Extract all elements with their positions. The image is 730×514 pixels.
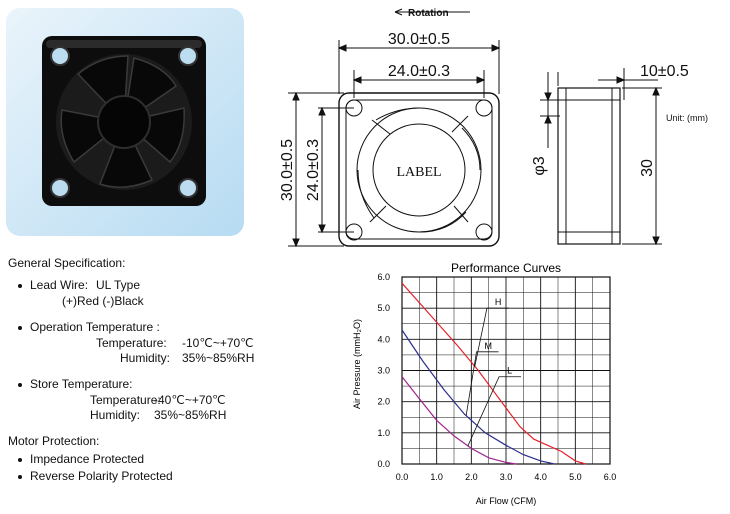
lead-wire-colors: (+)Red (-)Black — [62, 294, 144, 308]
series-label-l: L — [507, 366, 512, 376]
store-humidity-value: 35%~85%RH — [154, 408, 227, 422]
y-tick-label: 3.0 — [377, 366, 390, 376]
chart-ylabel: Air Pressure (mmH₂O) — [352, 319, 362, 409]
op-temp-title: Operation Temperature : — [30, 320, 160, 334]
x-tick-label: 1.0 — [430, 472, 443, 482]
motor-protection-title: Motor Protection: — [8, 434, 100, 448]
x-tick-label: 4.0 — [534, 472, 547, 482]
dim-front-height-outer: 30.0±0.5 — [279, 139, 296, 201]
y-tick-label: 6.0 — [377, 272, 390, 282]
op-humidity-label: Humidity: — [120, 351, 171, 365]
dim-side-depth: 10±0.5 — [640, 63, 689, 80]
dim-front-width-outer: 30.0±0.5 — [388, 31, 450, 48]
motor-item: Reverse Polarity Protected — [30, 469, 173, 483]
dimension-drawing: Rotation 30.0±0.5 24.0±0.3 30.0±0.5 24.0… — [279, 8, 708, 248]
dim-front-height-inner: 24.0±0.3 — [305, 139, 322, 201]
series-line-m — [401, 329, 555, 465]
motor-item: Impedance Protected — [30, 452, 145, 466]
rotation-label: Rotation — [408, 8, 449, 19]
x-tick-label: 5.0 — [569, 472, 582, 482]
unit-note: Unit: (mm) — [666, 113, 708, 123]
bullet-icon — [18, 284, 22, 288]
chart-xlabel: Air Flow (CFM) — [476, 496, 537, 506]
y-tick-label: 1.0 — [377, 428, 390, 438]
series-leader-line — [474, 307, 509, 367]
series-label-h: H — [495, 297, 502, 307]
lead-wire-value: UL Type — [96, 278, 141, 292]
dim-hole: φ3 — [531, 156, 548, 175]
x-tick-label: 6.0 — [604, 472, 617, 482]
x-tick-label: 3.0 — [500, 472, 513, 482]
store-temp-value: -40℃~+70℃ — [154, 393, 226, 407]
fan-label: LABEL — [396, 165, 441, 180]
series-label-m: M — [485, 341, 493, 351]
op-humidity-value: 35%~85%RH — [182, 351, 255, 365]
bullet-icon — [18, 383, 22, 387]
product-photo — [6, 8, 244, 236]
dim-side-height: 30 — [639, 159, 656, 177]
lead-wire-label: Lead Wire: — [30, 278, 89, 292]
x-tick-label: 2.0 — [465, 472, 478, 482]
dim-front-width-inner: 24.0±0.3 — [388, 63, 450, 80]
y-tick-label: 0.0 — [377, 459, 390, 469]
x-tick-label: 0.0 — [396, 472, 409, 482]
bullet-icon — [18, 326, 22, 330]
fan-photo — [42, 36, 206, 206]
bullet-icon — [18, 475, 22, 479]
series-leader-line — [465, 351, 499, 416]
general-spec-title: General Specification: — [8, 256, 126, 270]
y-tick-label: 4.0 — [377, 334, 390, 344]
store-temp-title: Store Temperature: — [30, 377, 133, 391]
y-tick-label: 2.0 — [377, 397, 390, 407]
series-line-l — [401, 376, 517, 465]
y-tick-label: 5.0 — [377, 303, 390, 313]
chart-title: Performance Curves — [451, 261, 561, 275]
series-line-h — [401, 282, 586, 465]
bullet-icon — [18, 458, 22, 462]
op-temp-value: -10℃~+70℃ — [182, 336, 254, 350]
store-humidity-label: Humidity: — [90, 408, 141, 422]
op-temp-label: Temperature: — [96, 336, 167, 350]
store-temp-label: Temperature: — [90, 393, 161, 407]
series-leader-line — [467, 376, 522, 447]
